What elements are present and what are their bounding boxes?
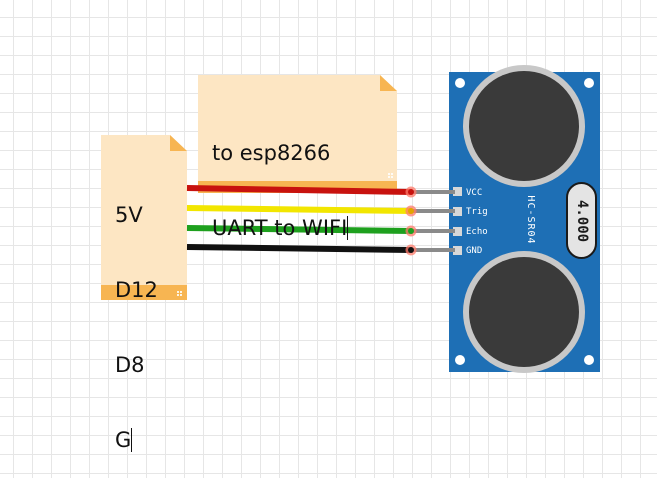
wire-echo[interactable] bbox=[186, 225, 413, 234]
note-line: D12 bbox=[115, 278, 158, 302]
wire-gnd[interactable] bbox=[186, 244, 413, 253]
wiring-diagram: VCC Trig Echo GND HC-SR04 4.000 bbox=[101, 65, 600, 373]
transducer-bottom bbox=[463, 251, 585, 373]
crystal-label: 4.000 bbox=[574, 200, 590, 242]
pin-label-echo: Echo bbox=[466, 227, 488, 237]
note-line: G bbox=[115, 428, 133, 452]
pin-label-gnd: GND bbox=[466, 246, 482, 256]
mounting-hole bbox=[584, 78, 594, 88]
mounting-hole bbox=[455, 78, 465, 88]
note-line: to esp8266 bbox=[212, 141, 331, 165]
wire-endpoints bbox=[405, 186, 417, 256]
hc-sr04-module[interactable] bbox=[449, 65, 600, 373]
pin-label-trig: Trig bbox=[466, 207, 488, 217]
wire-trig[interactable] bbox=[186, 205, 413, 214]
note-left-text: 5V D12 D8 G bbox=[115, 153, 158, 478]
note-top-text: to esp8266 UART to WIFI bbox=[212, 91, 349, 266]
note-line: D8 bbox=[115, 353, 145, 377]
mounting-hole bbox=[455, 355, 465, 365]
transducer-top bbox=[463, 65, 585, 187]
pin-label-vcc: VCC bbox=[466, 188, 482, 198]
pin-header bbox=[453, 187, 462, 255]
wire-vcc[interactable] bbox=[186, 185, 413, 195]
note-line: 5V bbox=[115, 203, 143, 227]
crystal-oscillator bbox=[566, 182, 597, 259]
mounting-hole bbox=[584, 355, 594, 365]
board-model-label: HC-SR04 bbox=[525, 195, 536, 244]
note-line: UART to WIFI bbox=[212, 216, 349, 240]
sticky-note-left[interactable] bbox=[101, 135, 187, 300]
pin-leads bbox=[413, 190, 455, 252]
